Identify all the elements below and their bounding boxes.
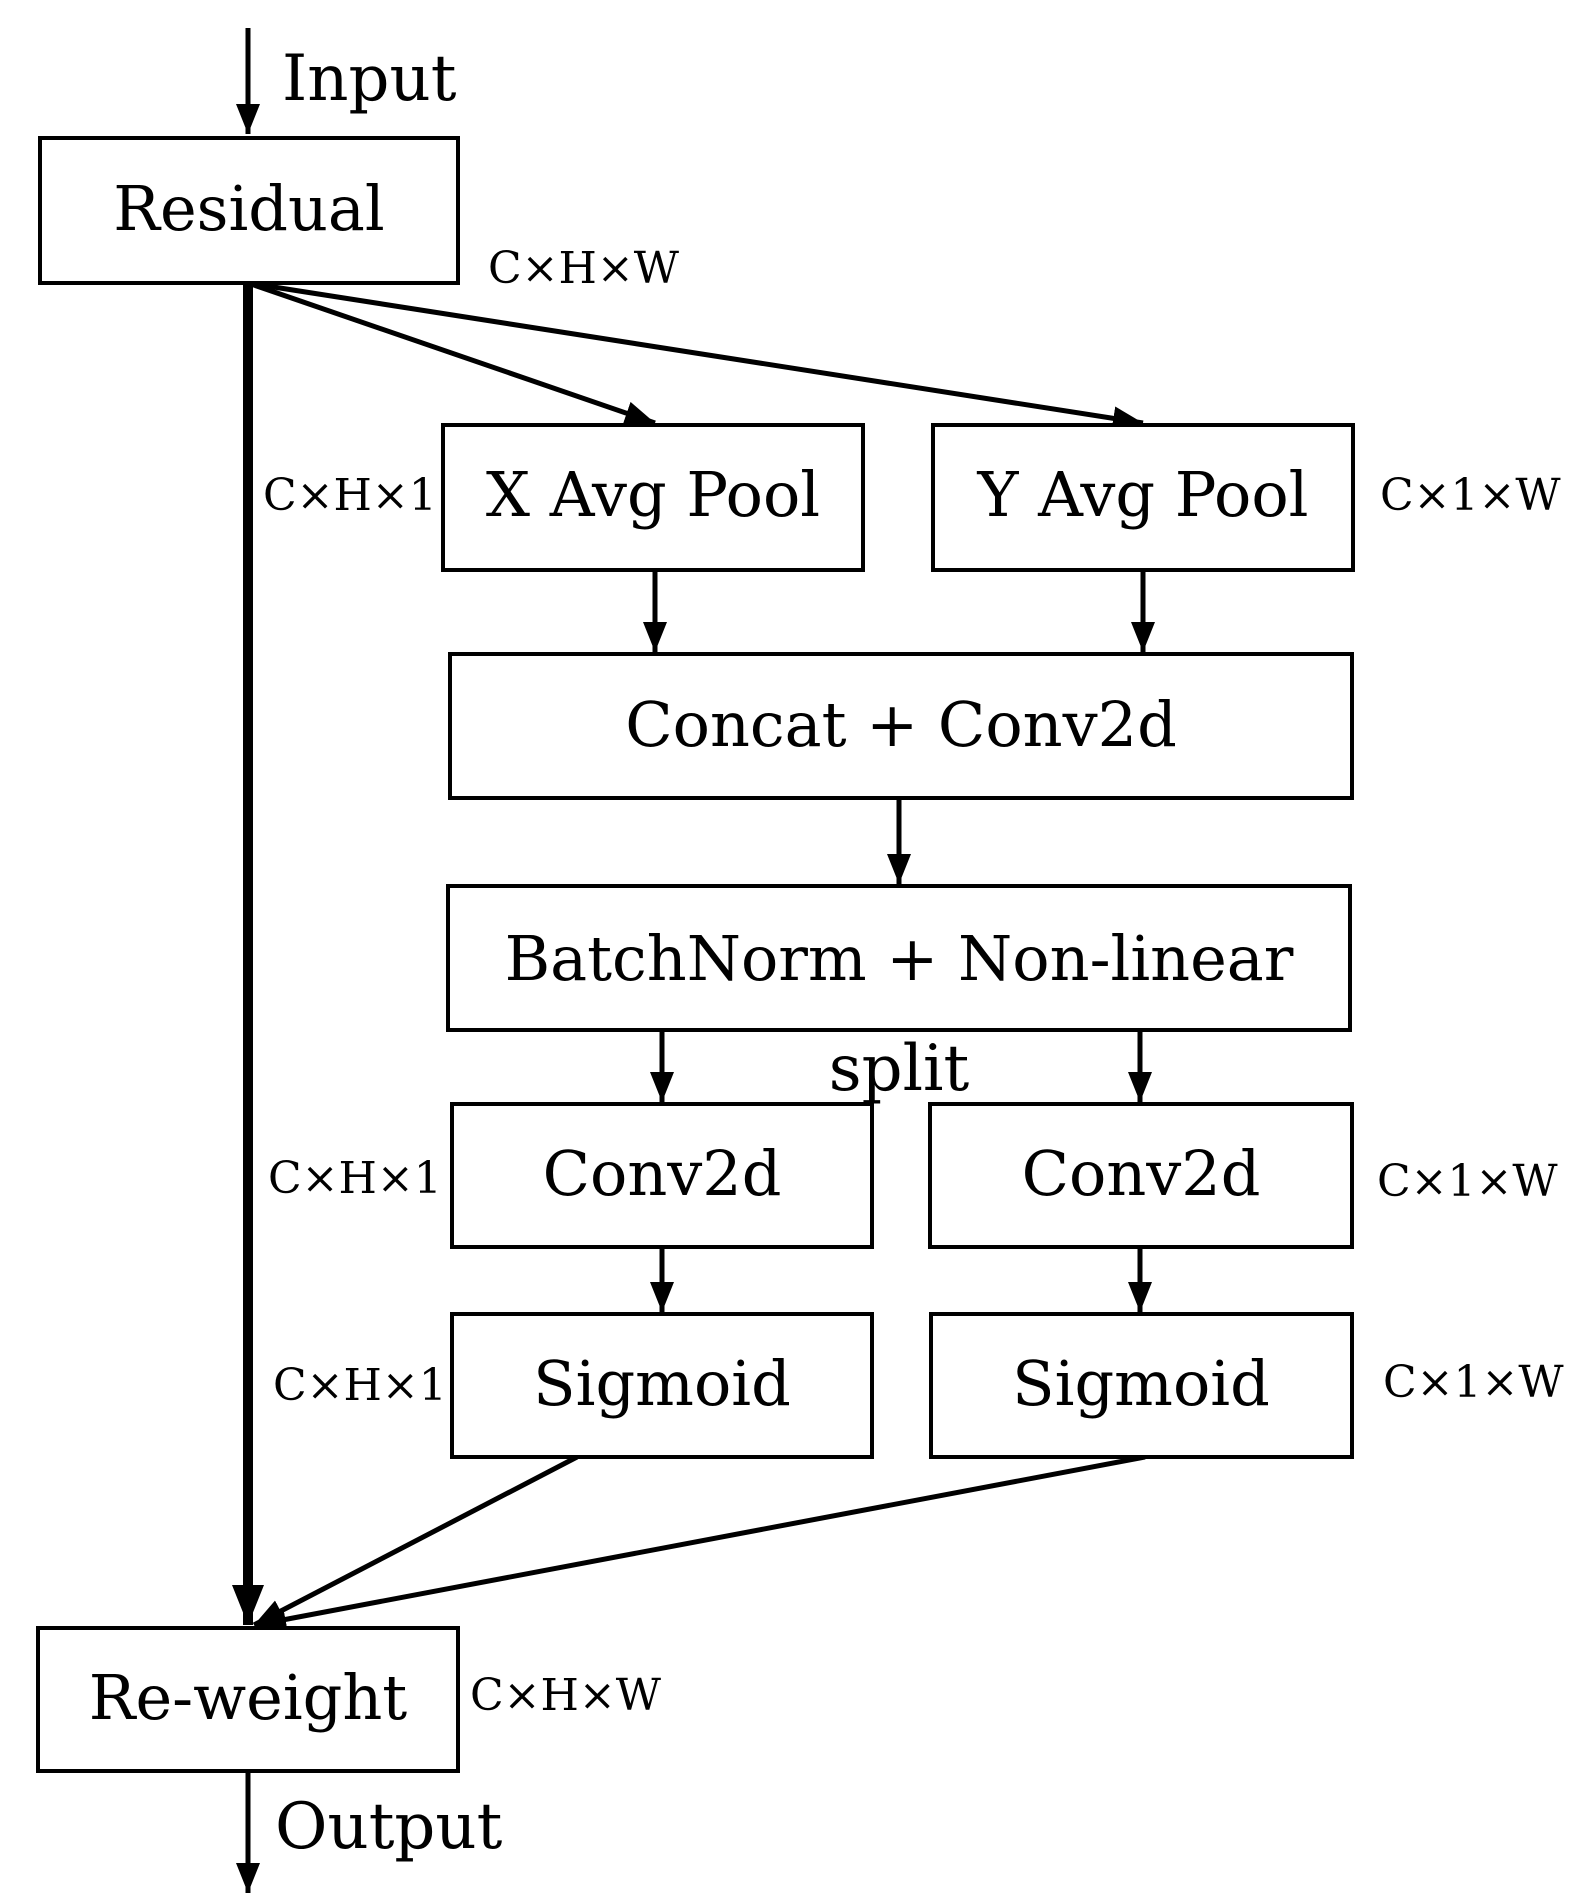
residual-label: Residual: [113, 172, 384, 245]
reweight-box: Re-weight: [36, 1626, 460, 1773]
sigmoid-right-box: Sigmoid: [929, 1312, 1354, 1459]
dim-conv-right: C×1×W: [1377, 1156, 1558, 1207]
dim-reweight-out: C×H×W: [470, 1670, 662, 1721]
x-avg-pool-label: X Avg Pool: [486, 458, 820, 531]
concat-conv2d-box: Concat + Conv2d: [448, 652, 1354, 800]
conv2d-right-box: Conv2d: [928, 1102, 1354, 1249]
dim-y-pool: C×1×W: [1380, 470, 1561, 521]
output-label: Output: [275, 1790, 503, 1864]
dim-sigmoid-left: C×H×1: [273, 1360, 447, 1411]
conv2d-right-label: Conv2d: [1022, 1137, 1261, 1210]
dim-residual-out: C×H×W: [488, 243, 680, 294]
dim-sigmoid-right: C×1×W: [1383, 1357, 1564, 1408]
dim-conv-left: C×H×1: [268, 1153, 442, 1204]
y-avg-pool-label: Y Avg Pool: [976, 458, 1308, 531]
conv2d-left-box: Conv2d: [450, 1102, 874, 1249]
split-label: split: [829, 1032, 970, 1106]
residual-box: Residual: [38, 136, 460, 285]
sigmoid-left-label: Sigmoid: [533, 1347, 791, 1420]
edge-sigmoid-left-to-reweight: [252, 1454, 579, 1628]
batchnorm-box: BatchNorm + Non-linear: [446, 884, 1352, 1032]
x-avg-pool-box: X Avg Pool: [441, 423, 865, 572]
y-avg-pool-box: Y Avg Pool: [931, 423, 1355, 572]
sigmoid-right-label: Sigmoid: [1012, 1347, 1270, 1420]
edge-residual-to-xpool: [247, 280, 656, 426]
edge-sigmoid-right-to-reweight: [255, 1454, 1146, 1632]
sigmoid-left-box: Sigmoid: [450, 1312, 874, 1459]
concat-conv2d-label: Concat + Conv2d: [625, 688, 1177, 761]
conv2d-left-label: Conv2d: [543, 1137, 782, 1210]
input-label: Input: [282, 42, 457, 116]
edge-residual-to-ypool: [247, 280, 1144, 431]
dim-x-pool: C×H×1: [263, 470, 437, 521]
batchnorm-label: BatchNorm + Non-linear: [505, 922, 1294, 995]
reweight-label: Re-weight: [89, 1661, 408, 1734]
